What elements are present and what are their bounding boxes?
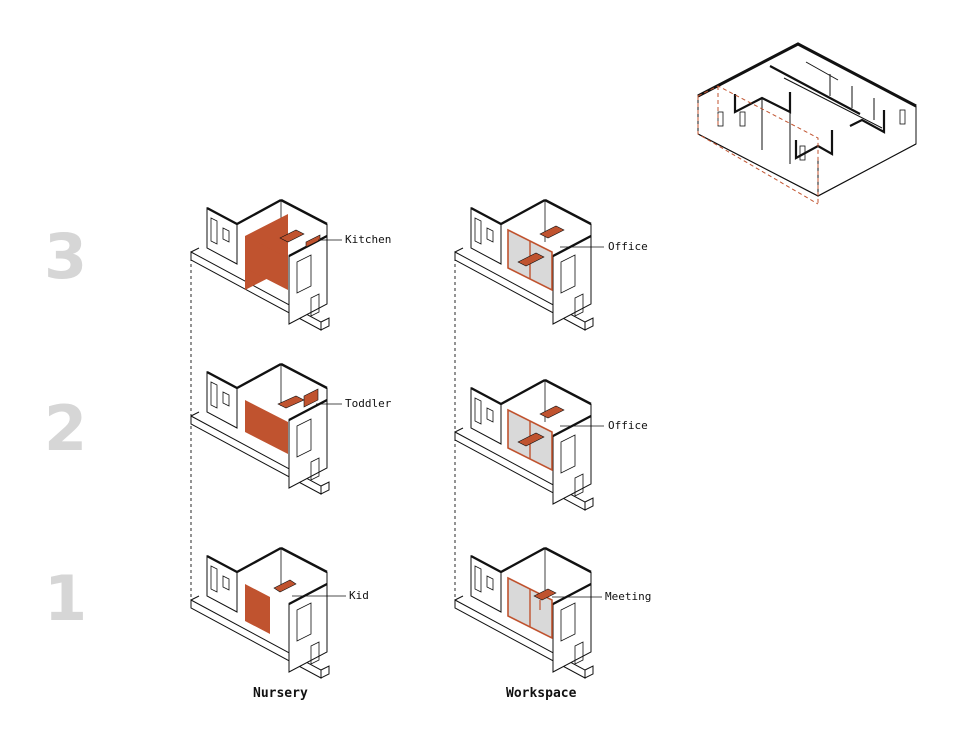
column-title-workspace: Workspace (506, 686, 577, 701)
workspace-room-label-l3: Office (608, 240, 648, 253)
nursery-level-3-room (189, 198, 331, 332)
level-number-2: 2 (44, 392, 88, 465)
overview-building (697, 42, 917, 205)
level-number-3: 3 (44, 220, 88, 293)
nursery-l1-accent-wall (245, 584, 270, 634)
nursery-room-label-l2: Toddler (345, 397, 392, 410)
column-title-nursery: Nursery (253, 686, 308, 701)
nursery-l2-accent-wall (245, 400, 288, 454)
workspace-level-3-room (453, 198, 595, 332)
nursery-level-1-room (189, 546, 331, 680)
workspace-column (453, 198, 604, 680)
workspace-room-label-l1: Meeting (605, 590, 652, 603)
nursery-column (189, 198, 346, 680)
level-number-1: 1 (44, 562, 88, 635)
workspace-room-label-l2: Office (608, 419, 648, 432)
nursery-l3-accent-wall (245, 236, 288, 290)
workspace-level-2-room (453, 378, 595, 512)
nursery-room-label-l1: Kid (349, 589, 369, 602)
nursery-level-2-room (189, 362, 331, 496)
nursery-room-label-l3: Kitchen (345, 233, 392, 246)
workspace-level-1-room (453, 546, 595, 680)
